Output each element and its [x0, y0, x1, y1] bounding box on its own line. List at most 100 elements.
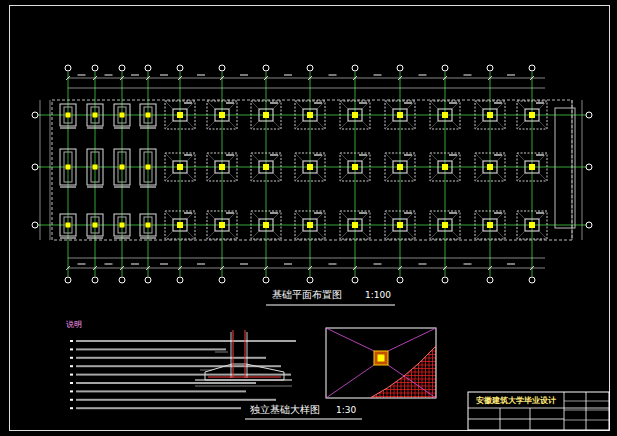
- footing-slope: [407, 121, 415, 129]
- footing-step: [525, 219, 539, 231]
- title-block-rule: [530, 408, 531, 430]
- footing-outline: [165, 211, 195, 239]
- column-section: [353, 223, 358, 228]
- note-line: [76, 357, 266, 359]
- footing-slope: [295, 121, 303, 129]
- column-edge: [247, 332, 248, 378]
- footing-step: [438, 219, 452, 231]
- note-line: [76, 365, 281, 367]
- footing-tag: [60, 187, 76, 188]
- footing-slope: [295, 153, 303, 161]
- axis-bubble: [442, 65, 448, 71]
- footing-outline: [340, 211, 370, 239]
- dimension-tick: [443, 266, 447, 270]
- footing-outline: [385, 153, 415, 181]
- column-section: [178, 113, 183, 118]
- footing-tag: [114, 128, 130, 129]
- note-bullet: [70, 407, 73, 409]
- column-section: [264, 165, 269, 170]
- drawing-scale: 1:30: [336, 405, 356, 415]
- footing-slope: [187, 101, 195, 109]
- rebar-line: [366, 375, 438, 376]
- dimension-value: [374, 74, 382, 75]
- dimension-value: [240, 263, 248, 264]
- footing-outline: [340, 153, 370, 181]
- footing-slope: [517, 211, 525, 219]
- column-section: [443, 165, 448, 170]
- column-section: [120, 165, 124, 169]
- column-section: [120, 113, 124, 117]
- column-section: [264, 113, 269, 118]
- footing-outline: [295, 153, 325, 181]
- footing-tag: [359, 154, 367, 155]
- footing-slope: [362, 173, 370, 181]
- footing-slope: [229, 153, 237, 161]
- footing-outline: [251, 101, 281, 129]
- dimension-line: [68, 88, 545, 89]
- footing-slope: [317, 231, 325, 239]
- footing-tag: [184, 102, 192, 103]
- footing-slope: [165, 121, 173, 129]
- sheet-border: [10, 6, 610, 431]
- axis-bubble: [307, 277, 313, 283]
- end-wall: [555, 108, 575, 228]
- axis-line: [266, 72, 267, 276]
- footing-plan-detail: [326, 328, 438, 400]
- level-mark: [215, 352, 228, 353]
- dimension-tick: [264, 266, 268, 270]
- dimension-value: [419, 263, 427, 264]
- axis-line: [310, 72, 311, 276]
- dimension-line: [195, 386, 292, 387]
- title-block-rule: [564, 392, 565, 430]
- dimension-line: [68, 78, 545, 79]
- axis-bubble: [32, 222, 38, 228]
- footing-step: [173, 109, 187, 121]
- footing-step: [259, 219, 273, 231]
- dimension-tick: [120, 266, 124, 270]
- footing-slope: [385, 101, 393, 109]
- footing-step: [259, 161, 273, 173]
- footing-slope: [452, 121, 460, 129]
- rebar-line: [397, 340, 398, 400]
- column-section: [220, 165, 225, 170]
- bottom-rebar: [208, 377, 281, 378]
- footing-edge: [326, 328, 436, 398]
- axis-line: [122, 72, 123, 276]
- dimension-tick: [264, 76, 268, 80]
- footing-slope: [475, 121, 483, 129]
- axis-bubble: [65, 65, 71, 71]
- foundation-plan: [32, 65, 592, 283]
- small-footing-step: [64, 107, 72, 123]
- footing-tag: [314, 154, 322, 155]
- dimension-line: [68, 258, 545, 259]
- footing-tag: [140, 238, 156, 239]
- column-section: [530, 113, 535, 118]
- footing-tag: [449, 154, 457, 155]
- dimension-tick: [220, 76, 224, 80]
- small-footing: [114, 214, 130, 236]
- footing-slope: [475, 101, 483, 109]
- school-name-cell: 安徽建筑大学毕业设计: [469, 393, 563, 407]
- axis-bubble: [119, 65, 125, 71]
- footing-outline: [295, 101, 325, 129]
- notes-block: [70, 340, 296, 409]
- note-line: [76, 382, 256, 384]
- footing-slope: [187, 121, 195, 129]
- dimension-tick: [93, 76, 97, 80]
- rebar-line: [408, 340, 409, 400]
- dimension-line: [200, 370, 212, 371]
- rebar-line: [404, 340, 405, 400]
- footing-step: [173, 161, 187, 173]
- footing-slope: [317, 173, 325, 181]
- axis-bubble: [442, 277, 448, 283]
- dimension-value: [329, 263, 337, 264]
- sheet-frame: [10, 6, 610, 431]
- column-section: [488, 113, 493, 118]
- axis-bubble: [352, 277, 358, 283]
- small-footing: [140, 104, 156, 126]
- footing-step: [348, 109, 362, 121]
- dimension-value: [197, 74, 205, 75]
- rebar-line: [366, 396, 438, 397]
- footing-slope: [340, 231, 348, 239]
